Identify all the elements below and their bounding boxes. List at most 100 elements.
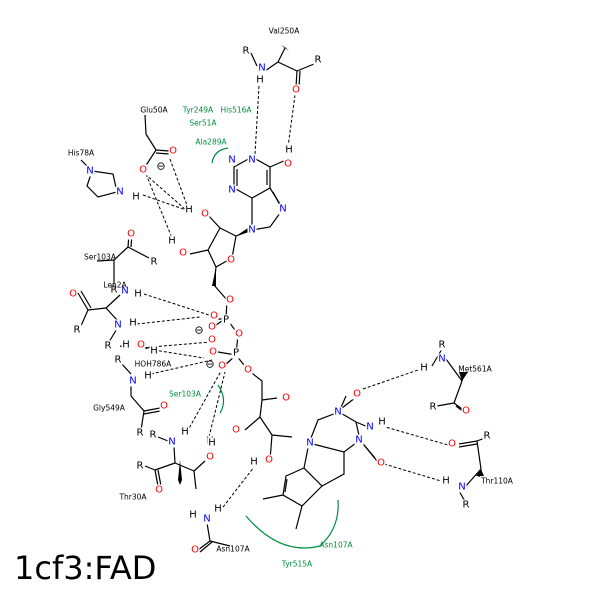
atom-a21: O bbox=[218, 361, 226, 372]
atom-label-bg bbox=[131, 191, 141, 203]
atom-l3: N bbox=[114, 320, 121, 331]
atom-a34: N bbox=[366, 422, 373, 433]
residue-label-asn107a-hyd: Asn107A bbox=[319, 541, 353, 550]
atom-label-bg bbox=[207, 437, 217, 449]
atom-label-bg bbox=[264, 454, 274, 466]
atom-label-bg bbox=[352, 388, 362, 400]
atom-label-bg bbox=[213, 503, 223, 515]
atom-a6: H bbox=[285, 145, 293, 156]
atom-label-bg bbox=[441, 475, 451, 487]
atom-label-bg bbox=[209, 310, 219, 322]
atom-label-bg bbox=[447, 438, 457, 450]
atom-label-bg bbox=[207, 321, 217, 333]
atom-label-bg bbox=[365, 421, 375, 433]
atom-h2: N bbox=[116, 187, 123, 198]
atom-label-bg bbox=[333, 406, 343, 418]
atom-label-bg bbox=[255, 74, 265, 86]
ligand-title: 1cf3:FAD bbox=[14, 549, 157, 587]
atom-label-bg bbox=[257, 62, 267, 74]
atom-g1: O bbox=[169, 146, 177, 157]
atom-label-bg bbox=[457, 481, 467, 493]
atom-v4: R bbox=[315, 55, 322, 66]
charge-phosphate-2: ⊖ bbox=[205, 358, 214, 371]
atom-a23: O bbox=[282, 393, 290, 404]
atom-a35: H bbox=[378, 417, 386, 428]
atom-label-bg bbox=[188, 509, 198, 521]
atom-label-bg bbox=[227, 154, 237, 166]
atom-v5: O bbox=[292, 85, 300, 96]
atom-label-bg bbox=[428, 401, 438, 413]
atom-label-bg bbox=[168, 145, 178, 157]
atom-m3: H bbox=[420, 363, 428, 374]
atom-label-bg bbox=[225, 294, 235, 306]
atom-label-bg bbox=[208, 346, 218, 358]
atom-th5: R bbox=[463, 500, 470, 511]
atom-label-bg bbox=[149, 256, 159, 268]
atom-n3: H bbox=[214, 504, 222, 515]
atom-label-bg bbox=[281, 392, 291, 404]
atom-label-bg bbox=[278, 203, 288, 215]
residue-label-ser103a: Ser103A bbox=[84, 253, 117, 262]
atom-a36: N bbox=[355, 435, 362, 446]
atom-label-bg bbox=[200, 208, 210, 220]
residue-label-hoh786a: HOH786A bbox=[135, 360, 172, 369]
atom-label-bg bbox=[291, 84, 301, 96]
atom-t6: O bbox=[206, 452, 214, 463]
residue-label-thr30a: Thr30A bbox=[118, 493, 147, 502]
atom-t1: R bbox=[150, 430, 157, 441]
atom-label-bg bbox=[120, 285, 130, 297]
atom-label-bg bbox=[72, 324, 82, 336]
atom-label-bg bbox=[180, 426, 190, 438]
atom-a37: O bbox=[377, 458, 385, 469]
atom-label-bg bbox=[217, 360, 227, 372]
atom-label-bg bbox=[283, 158, 293, 170]
atom-label-bg bbox=[249, 456, 259, 468]
atom-label-bg bbox=[205, 451, 215, 463]
atom-a4: N bbox=[279, 204, 286, 215]
atom-label-bg bbox=[376, 457, 386, 469]
atom-t2: N bbox=[168, 437, 175, 448]
atom-label-bg bbox=[184, 204, 194, 216]
atom-label-bg bbox=[138, 164, 148, 176]
residue-label-asn107a: Asn107A bbox=[216, 545, 250, 554]
atom-v3: H bbox=[256, 75, 264, 86]
atom-a3: N bbox=[228, 185, 235, 196]
atom-a14: O bbox=[210, 311, 218, 322]
atom-label-bg bbox=[178, 247, 188, 259]
atom-label-bg bbox=[113, 319, 123, 331]
residue-label-thr110a: Thr110A bbox=[480, 477, 514, 486]
charge-phosphate-1: ⊖ bbox=[194, 324, 203, 337]
atom-v2: N bbox=[258, 63, 265, 74]
atom-a20: P bbox=[233, 348, 239, 359]
atom-h1: N bbox=[86, 166, 93, 177]
atom-a1: N bbox=[248, 155, 255, 166]
atom-l2: R bbox=[74, 325, 81, 336]
atom-label-bg bbox=[461, 405, 471, 417]
stereo-wedges bbox=[178, 45, 484, 485]
residue-label-ala289a: Ala289A bbox=[195, 138, 227, 147]
atom-label-bg bbox=[128, 317, 138, 329]
atom-a18: O bbox=[208, 335, 216, 346]
atom-a15: O bbox=[208, 322, 216, 333]
atom-w2: O bbox=[137, 340, 145, 351]
atom-label-bg bbox=[226, 254, 236, 266]
atom-t5: O bbox=[155, 485, 163, 496]
atom-label-bg bbox=[128, 375, 138, 387]
residue-label-his78a: His78A bbox=[68, 149, 95, 158]
atom-label-bg bbox=[135, 460, 145, 472]
atom-label-bg bbox=[121, 339, 131, 351]
atom-label-bg bbox=[207, 334, 217, 346]
atom-a17: O bbox=[235, 329, 243, 340]
atom-a25: O bbox=[232, 425, 240, 436]
atom-v1: R bbox=[243, 46, 250, 57]
atom-a26: H bbox=[250, 457, 258, 468]
atom-label-bg bbox=[68, 288, 78, 300]
atom-label-bg bbox=[377, 416, 387, 428]
atom-th3: N bbox=[458, 482, 465, 493]
atom-label-bg bbox=[143, 370, 153, 382]
residue-label-ser103a-hyd: Ser103A bbox=[169, 390, 202, 399]
atom-label-bg bbox=[159, 400, 169, 412]
atom-a13: O bbox=[226, 295, 234, 306]
residue-label-tyr249a: Tyr249A bbox=[182, 106, 214, 115]
